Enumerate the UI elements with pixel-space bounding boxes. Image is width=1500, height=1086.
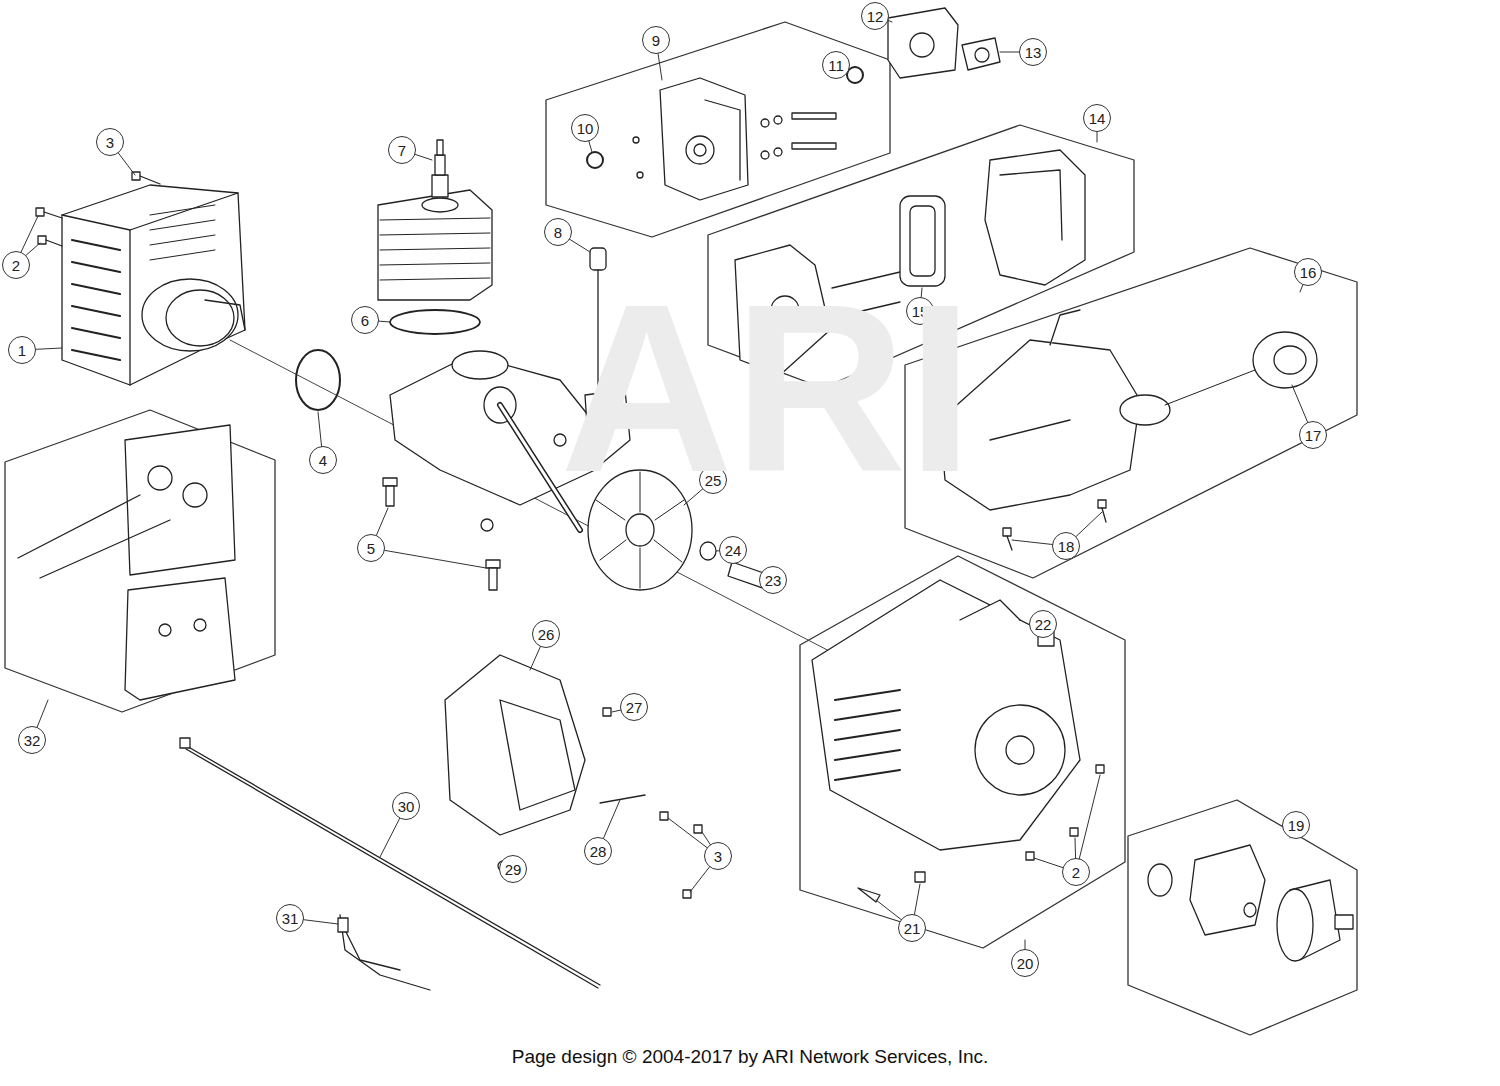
callout-number: 20 [1011, 949, 1039, 977]
copyright-caption: Page design © 2004-2017 by ARI Network S… [0, 1046, 1500, 1068]
group-outline [1128, 800, 1357, 1035]
group-outline [5, 410, 275, 712]
fuel-line [1165, 370, 1255, 405]
group-outline [546, 22, 890, 237]
callout-number: 11 [822, 51, 850, 79]
callout-number: 22 [1029, 610, 1057, 638]
callout-number: 1 [8, 336, 36, 364]
callout-number: 16 [1294, 258, 1322, 286]
throttle-cable [180, 738, 600, 988]
callout-number: 18 [1052, 532, 1080, 560]
fan-housing [445, 655, 702, 898]
carburetor [888, 8, 1000, 78]
wire-harness [338, 915, 430, 990]
callout-number: 4 [309, 446, 337, 474]
callout-number: 19 [1282, 811, 1310, 839]
callout-number: 5 [357, 534, 385, 562]
starter-housing [812, 580, 1080, 850]
screw [36, 172, 160, 246]
fins [150, 205, 215, 260]
engine-shroud [62, 185, 245, 385]
clutch-assembly [1148, 845, 1353, 961]
callout-number: 3 [704, 842, 732, 870]
watermark: ARI [560, 268, 973, 508]
callout-number: 10 [571, 114, 599, 142]
group-outline [800, 556, 1125, 948]
leader-lines [15, 15, 1313, 963]
callout-number: 7 [388, 136, 416, 164]
callout-number: 26 [532, 620, 560, 648]
callout-number: 2 [1062, 858, 1090, 886]
screw [858, 765, 1104, 902]
fuel-tank [940, 310, 1317, 510]
callout-number: 6 [351, 306, 379, 334]
callout-number: 14 [1083, 104, 1111, 132]
fins [380, 218, 490, 280]
callout-number: 31 [276, 904, 304, 932]
washer [700, 542, 716, 560]
callout-number: 29 [499, 855, 527, 883]
callout-number: 27 [620, 693, 648, 721]
callout-number: 24 [719, 536, 747, 564]
callout-number: 8 [544, 218, 572, 246]
callout-number: 13 [1019, 38, 1047, 66]
callout-number: 12 [861, 2, 889, 30]
callout-number: 17 [1299, 421, 1327, 449]
o-ring [296, 350, 340, 410]
grille-slats [835, 690, 900, 780]
callout-number: 2 [2, 251, 30, 279]
o-ring [390, 310, 480, 334]
carburetor-bracket [587, 67, 863, 200]
callout-number: 3 [96, 128, 124, 156]
cylinder [378, 190, 492, 300]
callout-number: 21 [898, 914, 926, 942]
grille-slats [72, 240, 120, 360]
bolt [383, 478, 500, 590]
spark-plug [432, 140, 448, 197]
callout-number: 23 [759, 566, 787, 594]
callout-number: 32 [18, 726, 46, 754]
callout-number: 28 [584, 837, 612, 865]
muffler [18, 425, 235, 700]
callout-number: 30 [392, 792, 420, 820]
callout-number: 9 [642, 26, 670, 54]
